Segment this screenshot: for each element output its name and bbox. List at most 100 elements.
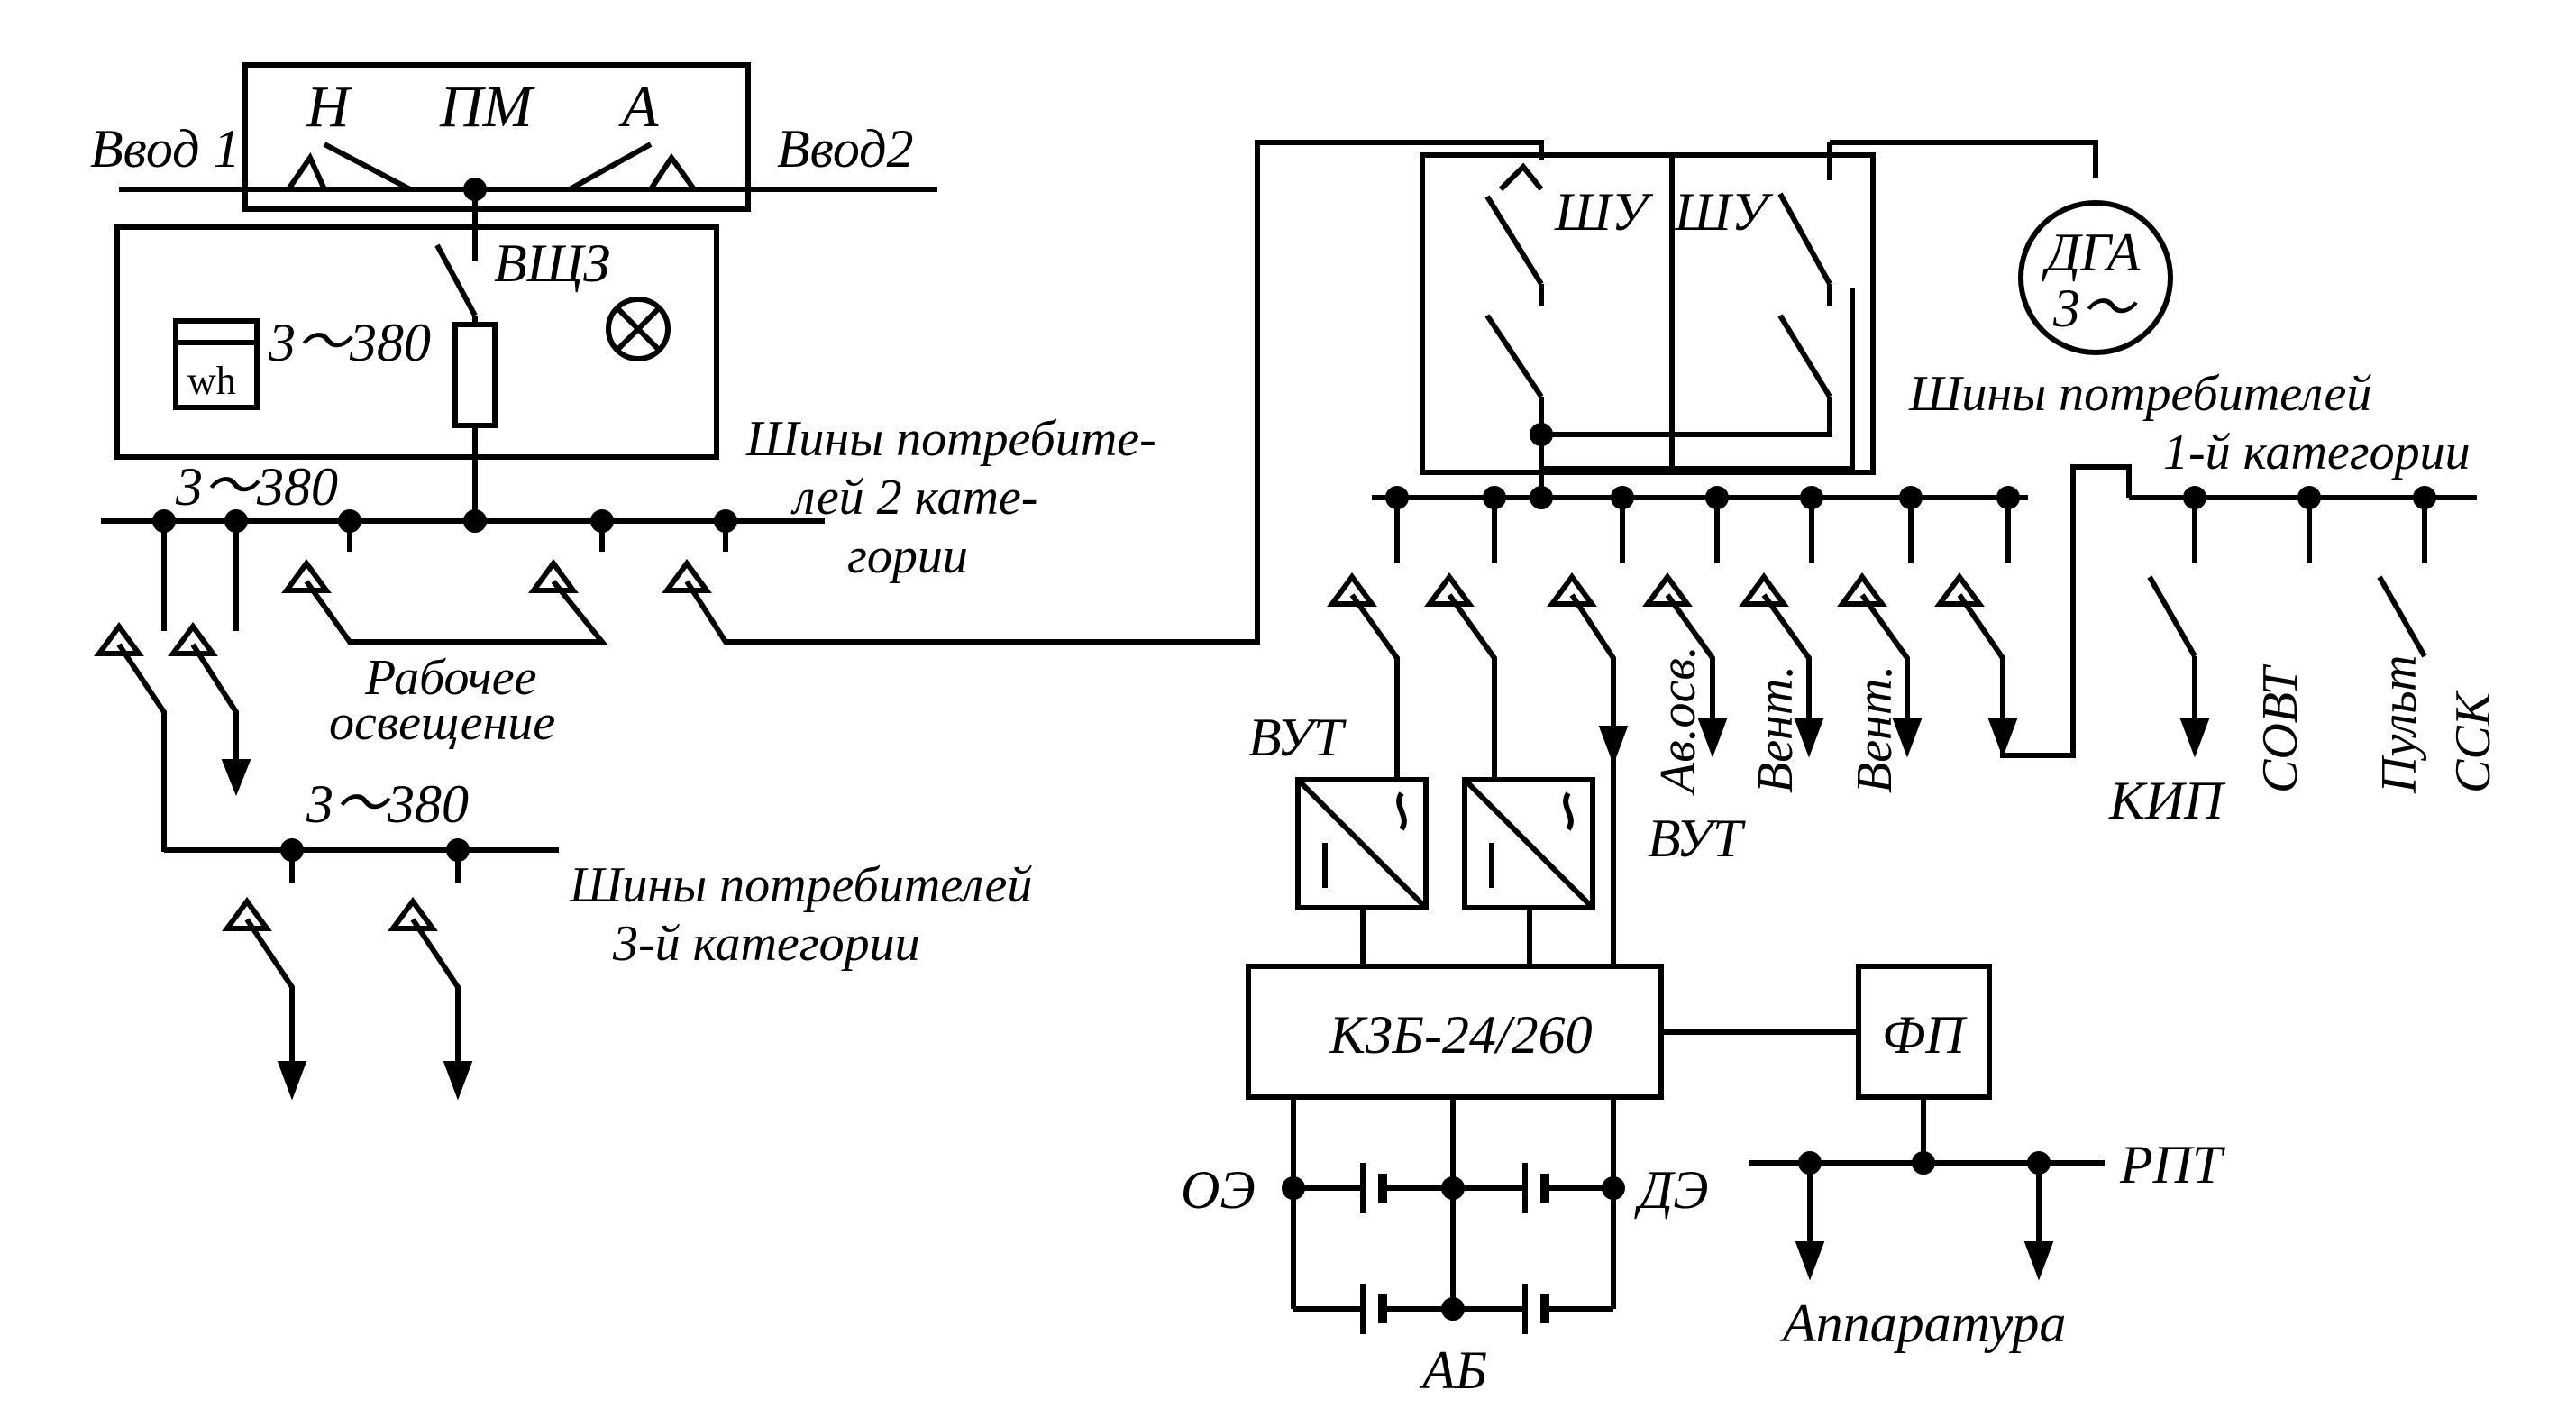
bus-category-2 <box>94 140 1544 852</box>
pult-blade <box>2377 575 2427 658</box>
emergency-light-label: Ав.осв. <box>1650 645 1706 797</box>
shu-right-lower-blade <box>1777 314 1832 398</box>
bus3-contact-2 <box>168 621 218 656</box>
rectifier-right-ac <box>1563 791 1574 831</box>
vent1-label: Вент. <box>1748 665 1804 793</box>
shu-left-contact <box>1498 162 1544 192</box>
bus3-out-1 <box>244 918 295 1073</box>
kip-arrow <box>2179 718 2210 758</box>
voltage-bus3-label: 3～380 <box>306 774 469 834</box>
meter-label: wh <box>187 359 236 403</box>
battery-node-de <box>1602 1176 1625 1200</box>
bus3-out-arrow-1 <box>277 1061 307 1101</box>
input-switch-panel <box>119 62 937 216</box>
shu-right-label: ШУ <box>1674 182 1774 242</box>
equipment-label: Аппаратура <box>1779 1294 2066 1353</box>
work-light-label-line1: Рабочее <box>364 650 536 706</box>
vent2-label: Вент. <box>1847 665 1903 793</box>
bus2-label-line2: лей 2 кате- <box>790 470 1037 526</box>
shu-feed-contact <box>662 558 712 593</box>
dga-circle-icon <box>2018 200 2173 355</box>
bus1-ext-arrow <box>1987 718 2018 758</box>
switch-a-blade <box>568 142 653 192</box>
shu-cabinet <box>1420 140 2098 498</box>
shu-cross-link <box>1541 397 1832 437</box>
battery-label: АБ <box>1419 1340 1487 1400</box>
bus3-feeder-2 <box>190 643 239 775</box>
emergency-light-contact <box>1642 572 1693 607</box>
rectifier-left-diagonal <box>1295 777 1429 910</box>
vut-left-contact <box>1327 572 1377 607</box>
bus3-out-2 <box>410 918 461 1073</box>
bus1-ext-feeder <box>1957 593 2005 732</box>
shu-right-to-bus1 <box>1541 288 1855 471</box>
battery-node-mid-upper <box>1441 1176 1465 1200</box>
vent2-feeder <box>1859 593 1910 732</box>
sovt-label: СОВТ <box>2252 663 2308 793</box>
shu-left-upper-blade <box>1484 195 1544 286</box>
oe-label: ОЭ <box>1181 1160 1256 1220</box>
vut-right-label: ВУТ <box>1648 809 1746 868</box>
shu-left-label: ШУ <box>1554 182 1654 242</box>
bus2-label-line1: Шины потребите- <box>745 411 1156 467</box>
dga-label-line1: ДГА <box>2042 223 2141 282</box>
battery-node-oe <box>1282 1176 1305 1200</box>
emergency-light-arrow <box>1697 718 1728 758</box>
voltage-panel-label: 3～380 <box>268 313 431 372</box>
shu-left-lower-blade <box>1484 314 1544 398</box>
emergency-light-feeder <box>1665 593 1715 732</box>
bus3-out-contact-1 <box>222 896 272 931</box>
bus3-feeder-1 <box>116 643 167 852</box>
switch-pm-label: ПМ <box>439 74 536 140</box>
vent1-arrow <box>1794 718 1824 758</box>
vut-left-feeder <box>1349 593 1400 780</box>
vshz-blade <box>434 243 478 317</box>
input1-label: Ввод 1 <box>90 119 240 178</box>
bus3-out-arrow-2 <box>443 1061 473 1101</box>
switch-n-label: Н <box>306 74 352 140</box>
battery-node-ab <box>1441 1297 1465 1321</box>
vut-mid-contact <box>1424 572 1475 607</box>
vut-right-contact <box>1547 572 1597 607</box>
bus1-node-3 <box>1530 486 1553 509</box>
vent2-arrow <box>1892 718 1923 758</box>
bus3-label-line2: 3-й категории <box>612 916 920 972</box>
rectifiers <box>1295 777 1595 966</box>
vut-right-arrow <box>1598 726 1629 765</box>
rectifier-left-ac <box>1396 791 1407 831</box>
battery-section <box>1282 1097 1625 1334</box>
rpt-node-2 <box>1912 1151 1935 1175</box>
kip-blade <box>2147 575 2197 658</box>
input2-label: Ввод2 <box>777 119 913 178</box>
input2-contact <box>648 152 697 191</box>
bus-category-1 <box>1327 464 2477 966</box>
vent2-contact <box>1837 572 1887 607</box>
input1-contact <box>286 151 327 191</box>
input-panel-frame <box>242 62 751 212</box>
rpt-label: РПТ <box>2119 1135 2225 1194</box>
work-light-feeder <box>304 580 608 645</box>
work-light-label-line2: освещение <box>329 695 555 751</box>
rpt-out-arrow-2 <box>2023 1241 2054 1281</box>
shu-right-upper-blade <box>1777 192 1832 286</box>
pult-label: Пульт <box>2371 655 2427 794</box>
lamp-cross-2 <box>615 306 662 352</box>
bus-category-3 <box>164 838 559 1101</box>
work-light-contact-1 <box>281 558 332 593</box>
de-label: ДЭ <box>1634 1160 1708 1220</box>
ssk-label: ССК <box>2445 690 2501 793</box>
meter-icon <box>173 318 260 410</box>
vshz-panel <box>114 216 719 521</box>
voltage-bus2-label: 3～380 <box>175 457 338 517</box>
shu-feed-line <box>684 140 1544 645</box>
bus3-label-line1: Шины потребителей <box>569 857 1032 913</box>
vent1-contact <box>1739 572 1789 607</box>
labels: Ввод 1 Ввод2 Н ПМ А ВЩЗ wh 3～380 3～380 3… <box>90 74 2501 1400</box>
bus2-node-4 <box>463 509 487 533</box>
vent1-feeder <box>1761 593 1812 732</box>
bus2-label-line3: гории <box>847 528 968 584</box>
vshz-panel-frame <box>114 224 719 460</box>
bus1-ext-contact <box>1934 572 1985 607</box>
bus1-ext-link <box>2000 464 2132 758</box>
